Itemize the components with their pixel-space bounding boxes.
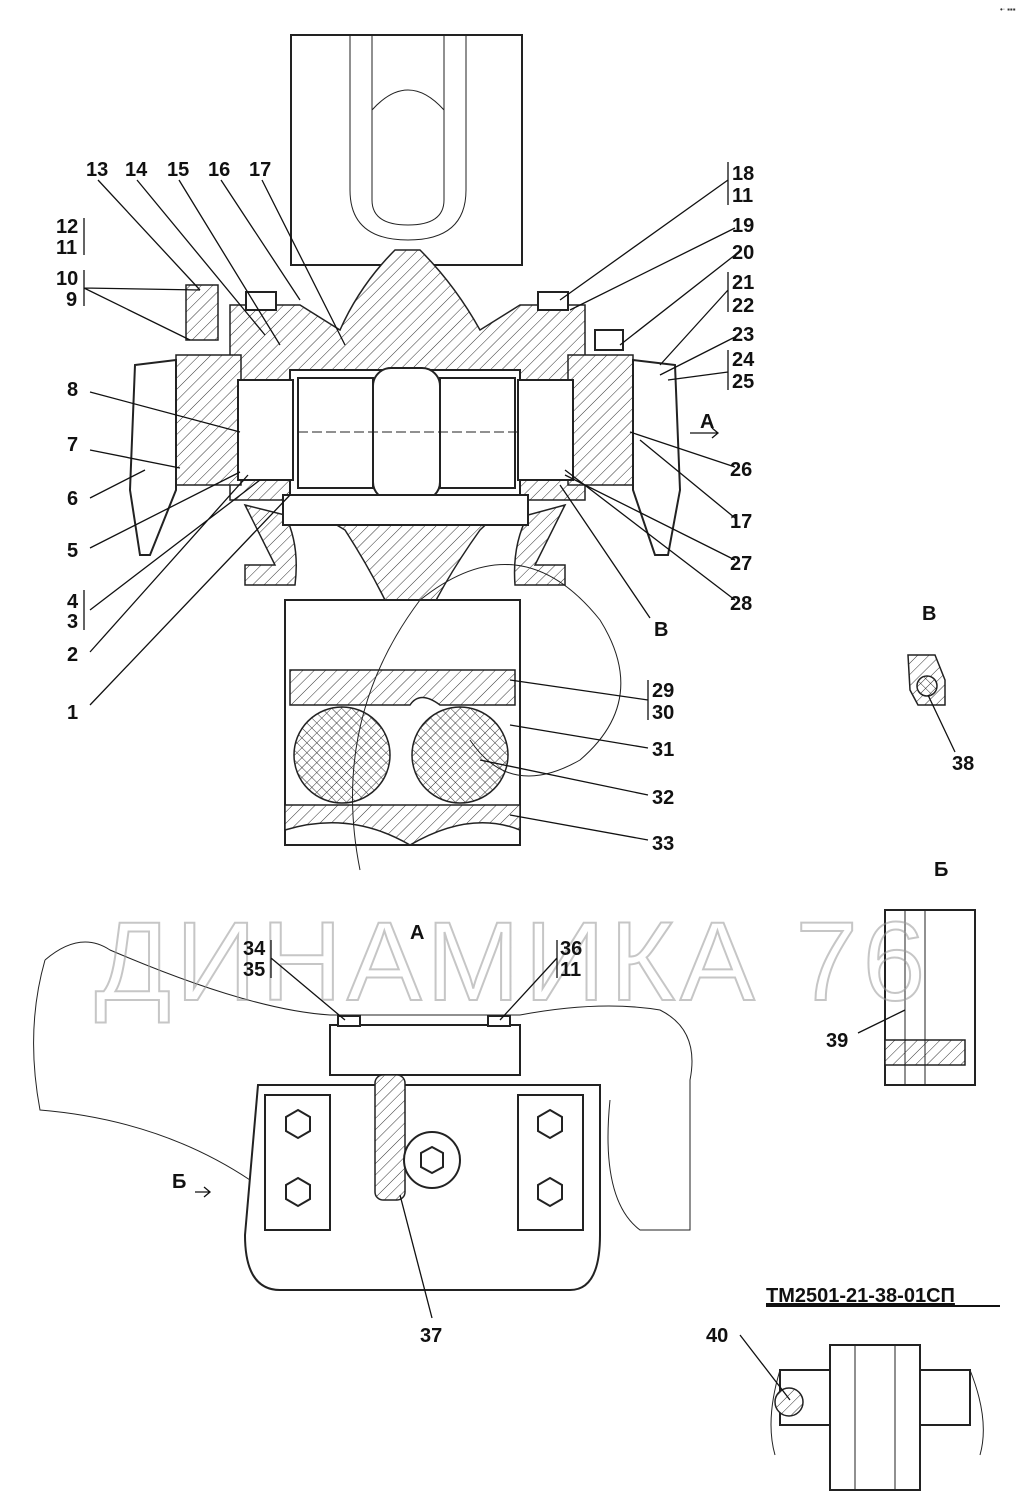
callout-13: 13 xyxy=(86,159,108,181)
callout-20: 20 xyxy=(732,242,754,264)
main-section-view xyxy=(128,34,682,871)
callout-31: 31 xyxy=(652,739,674,761)
callout-11: 11 xyxy=(560,959,581,981)
callout-32: 32 xyxy=(652,787,674,809)
callout-21: 21 xyxy=(732,272,754,294)
corner-mark: •ᐧ ▪▪▪ xyxy=(1000,5,1016,14)
view-a xyxy=(33,941,693,1291)
callout-23: 23 xyxy=(732,324,754,346)
callout-2: 2 xyxy=(67,644,78,666)
callout-7: 7 xyxy=(67,434,78,456)
callout-11: 11 xyxy=(732,185,753,207)
document-code: ТМ2501-21-38-01СП xyxy=(766,1285,955,1307)
watermark: ДИНАМИКА 76 xyxy=(95,899,925,1024)
view-b-arrow-label: Б xyxy=(172,1171,186,1193)
callout-4: 4 xyxy=(67,591,79,613)
callout-labels: 13 14 15 16 17 12 11 10 9 8 7 6 5 4 3 2 … xyxy=(56,159,1000,1347)
callout-11: 11 xyxy=(56,237,77,259)
callout-27: 27 xyxy=(730,553,752,575)
view-b-detail xyxy=(884,909,976,1086)
callout-5: 5 xyxy=(67,540,78,562)
view-b-title: Б xyxy=(934,859,948,881)
callout-22: 22 xyxy=(732,295,754,317)
callout-40: 40 xyxy=(706,1325,728,1347)
callout-29: 29 xyxy=(652,680,674,702)
callout-10: 10 xyxy=(56,268,78,290)
callout-9: 9 xyxy=(66,289,77,311)
callout-6: 6 xyxy=(67,488,78,510)
callout-1: 1 xyxy=(67,702,78,724)
view-v-title: В xyxy=(922,603,936,625)
callout-14: 14 xyxy=(125,159,148,181)
callout-30: 30 xyxy=(652,702,674,724)
callout-3: 3 xyxy=(67,611,78,633)
callout-18: 18 xyxy=(732,163,754,185)
callout-8: 8 xyxy=(67,379,78,401)
callout-28: 28 xyxy=(730,593,752,615)
view-a-arrow-label: А xyxy=(700,411,714,433)
callout-26: 26 xyxy=(730,459,752,481)
variant-detail xyxy=(770,1344,984,1491)
callout-24: 24 xyxy=(732,349,755,371)
callout-38: 38 xyxy=(952,753,974,775)
callout-25: 25 xyxy=(732,371,754,393)
callout-34: 34 xyxy=(243,938,266,960)
callout-12: 12 xyxy=(56,216,78,238)
callout-19: 19 xyxy=(732,215,754,237)
callout-17: 17 xyxy=(730,511,752,533)
callout-33: 33 xyxy=(652,833,674,855)
view-a-title: А xyxy=(410,922,424,944)
callout-17: 17 xyxy=(249,159,271,181)
callout-16: 16 xyxy=(208,159,230,181)
callout-15: 15 xyxy=(167,159,189,181)
callout-37: 37 xyxy=(420,1325,442,1347)
callout-39: 39 xyxy=(826,1030,848,1052)
leader-lines xyxy=(83,162,956,1401)
callout-36: 36 xyxy=(560,938,582,960)
view-v-arrow-label: В xyxy=(654,619,668,641)
callout-35: 35 xyxy=(243,959,265,981)
view-v-detail xyxy=(907,654,946,706)
